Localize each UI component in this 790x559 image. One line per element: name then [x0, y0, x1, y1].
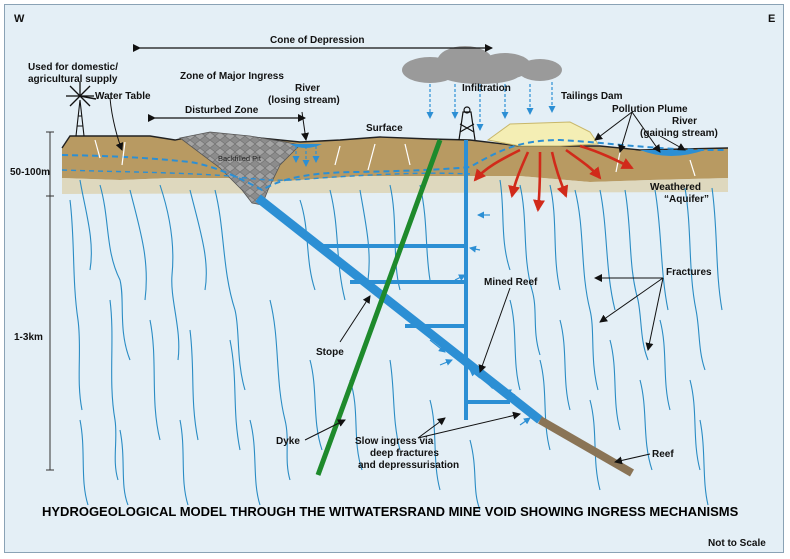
slow-ingress-label-line2: deep fractures — [370, 448, 439, 459]
diagram-title: HYDROGEOLOGICAL MODEL THROUGH THE WITWAT… — [42, 504, 739, 519]
river-gaining-label-line2: (gaining stream) — [640, 128, 718, 139]
used-for-label-line1: Used for domestic/ — [28, 62, 118, 73]
depth-scale — [46, 131, 54, 471]
windmill-icon — [66, 82, 97, 137]
river-losing-label-line2: (losing stream) — [268, 95, 340, 106]
tailings-dam-label: Tailings Dam — [561, 91, 623, 102]
dyke-body — [315, 139, 443, 476]
disturbed-zone-label: Disturbed Zone — [185, 105, 259, 116]
surface-label: Surface — [366, 123, 403, 134]
west-label: W — [14, 13, 25, 25]
backfilled-pit — [179, 131, 301, 206]
stope-label: Stope — [316, 347, 344, 358]
water-table-lower — [61, 169, 471, 181]
depth-deep-label: 1-3km — [14, 332, 43, 343]
pollution-plume-arrows — [473, 144, 634, 212]
not-to-scale-label: Not to Scale — [708, 538, 766, 549]
pollution-plume-label: Pollution Plume — [612, 104, 688, 115]
cone-of-depression-label: Cone of Depression — [270, 35, 364, 46]
ingress-arrows — [429, 211, 531, 426]
headframe-icon — [458, 106, 476, 141]
backfilled-pit-label: Backfilled Pit — [218, 154, 262, 163]
east-label: E — [768, 13, 775, 25]
fractures-label: Fractures — [666, 267, 712, 278]
used-for-label-line2: agricultural supply — [28, 74, 118, 85]
leader-lines — [109, 97, 686, 465]
slow-ingress-label-line3: and depressurisation — [358, 460, 459, 471]
infiltration-arrows — [292, 82, 556, 167]
infiltration-label: Infiltration — [462, 83, 511, 94]
fracture-network — [69, 179, 723, 511]
slow-ingress-label-line1: Slow ingress via — [355, 436, 434, 447]
water-table-line — [61, 138, 726, 192]
zone-major-ingress-label: Zone of Major Ingress — [180, 71, 284, 82]
surface-cracks — [94, 139, 696, 177]
dyke-label: Dyke — [276, 436, 300, 447]
river-losing-label-line1: River — [295, 83, 320, 94]
water-table-label: Water Table — [95, 91, 151, 102]
mined-reef-label: Mined Reef — [484, 277, 538, 288]
reef-body — [538, 416, 634, 477]
weathered-label-line2: “Aquifer” — [664, 194, 709, 205]
rain-cloud-icon — [402, 46, 562, 84]
weathered-label-line1: Weathered — [650, 182, 701, 193]
depth-shallow-label: 50-100m — [10, 167, 50, 178]
river-gaining-label-line1: River — [672, 116, 697, 127]
reef-label: Reef — [652, 449, 674, 460]
